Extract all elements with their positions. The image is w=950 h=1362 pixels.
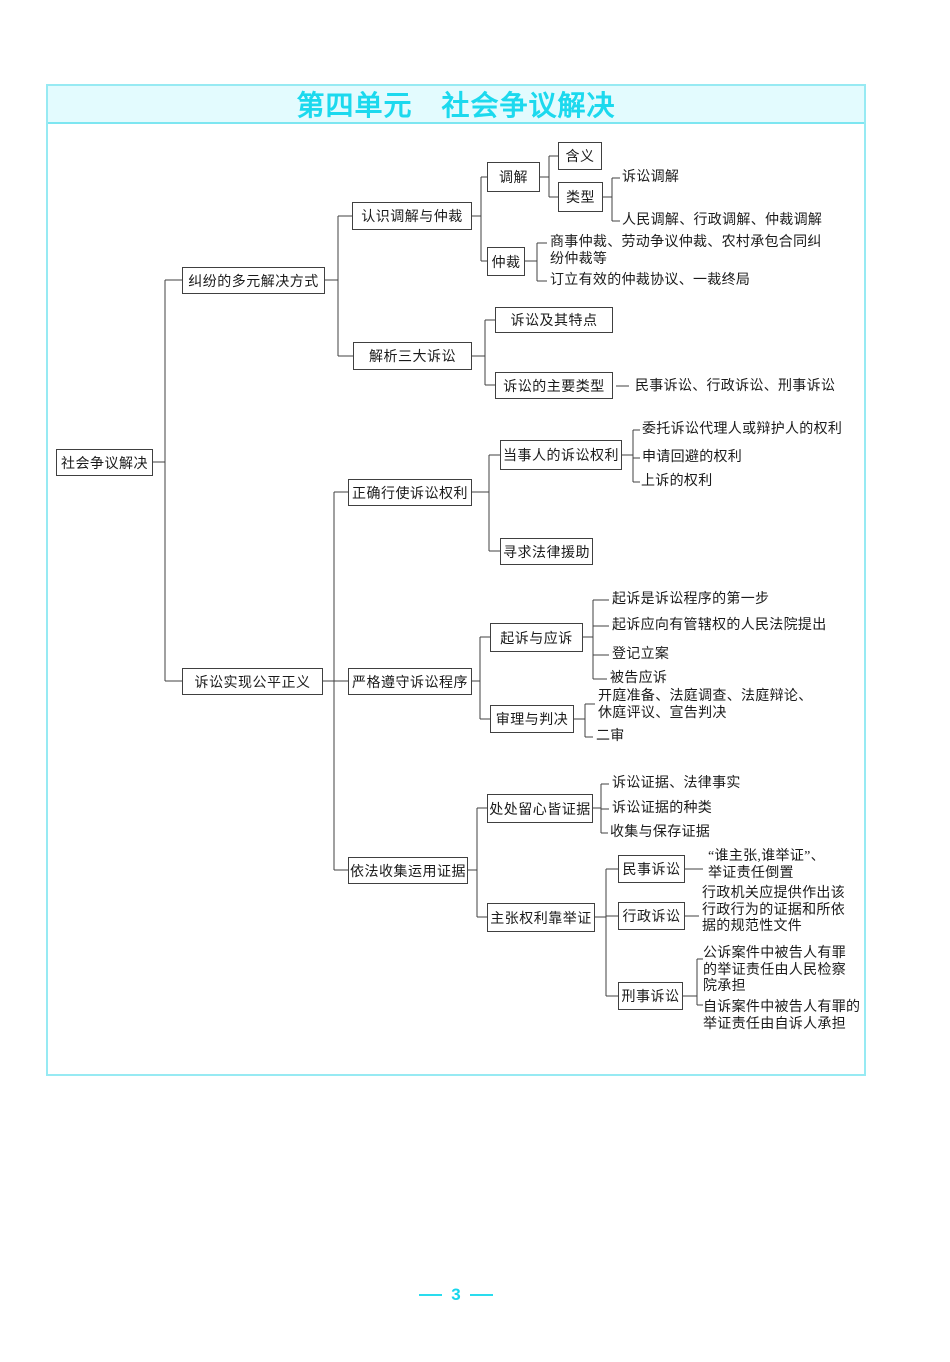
node-criminal-litigation: 刑事诉讼 [618, 982, 683, 1010]
leaf-right-agent: 委托诉讼代理人或辩护人的权利 [642, 421, 843, 437]
leaf-second-instance: 二审 [596, 728, 625, 744]
unit-title: 第四单元 社会争议解决 [296, 90, 616, 121]
node-meaning: 含义 [558, 142, 602, 170]
leaf-arbitration-scope: 商事仲裁、劳动争议仲裁、农村承包合同纠 纷仲裁等 [550, 235, 822, 267]
footer-dash-left [419, 1294, 443, 1296]
leaf-civil-burden: “谁主张,谁举证”、 举证责任倒置 [708, 849, 825, 881]
node-trial-judgment: 审理与判决 [490, 705, 574, 733]
leaf-litigation-mediation: 诉讼调解 [622, 169, 680, 185]
leaf-arbitration-agreement: 订立有效的仲裁协议、一裁终局 [550, 272, 751, 288]
leaf-right-appeal: 上诉的权利 [641, 473, 713, 489]
node-dispute-resolution-methods: 纠纷的多元解决方式 [182, 267, 325, 294]
leaf-evidence-facts: 诉讼证据、法律事实 [612, 775, 741, 791]
node-mediation: 调解 [487, 162, 540, 192]
node-evidence-everywhere: 处处留心皆证据 [487, 794, 593, 823]
leaf-sue-defendant: 被告应诉 [610, 670, 668, 686]
node-legal-aid: 寻求法律援助 [500, 538, 593, 565]
unit-title-band: 第四单元 社会争议解决 [48, 86, 864, 124]
leaf-trial-stages: 开庭准备、法庭调查、法庭辩论、 休庭评议、宣告判决 [598, 689, 813, 721]
leaf-sue-jurisdiction: 起诉应向有管辖权的人民法院提出 [612, 617, 827, 633]
node-types: 类型 [558, 182, 603, 212]
node-root: 社会争议解决 [56, 449, 153, 476]
leaf-mediation-kinds: 人民调解、行政调解、仲裁调解 [622, 212, 823, 228]
node-admin-litigation: 行政诉讼 [618, 902, 685, 930]
node-party-rights: 当事人的诉讼权利 [500, 440, 622, 470]
node-fair-justice: 诉讼实现公平正义 [182, 668, 323, 695]
leaf-admin-burden: 行政机关应提供作出该 行政行为的证据和所依 据的规范性文件 [702, 886, 845, 934]
leaf-right-recusal: 申请回避的权利 [642, 449, 743, 465]
node-civil-litigation: 民事诉讼 [618, 855, 685, 883]
node-arbitration: 仲裁 [487, 247, 525, 276]
node-three-litigations: 解析三大诉讼 [353, 342, 472, 370]
page-footer: 3 [46, 1285, 866, 1305]
node-burden-of-proof: 主张权利靠举证 [487, 903, 595, 932]
footer-dash-right [469, 1294, 493, 1296]
node-litigation-main-types: 诉讼的主要类型 [495, 372, 613, 399]
leaf-criminal-private: 自诉案件中被告人有罪的 举证责任由自诉人承担 [703, 1000, 861, 1032]
node-mediation-arbitration: 认识调解与仲裁 [352, 202, 472, 230]
page-number: 3 [451, 1285, 461, 1304]
leaf-sue-first-step: 起诉是诉讼程序的第一步 [612, 591, 770, 607]
leaf-evidence-collect: 收集与保存证据 [610, 824, 711, 840]
node-sue-respond: 起诉与应诉 [490, 623, 583, 652]
node-follow-procedure: 严格遵守诉讼程序 [348, 668, 472, 695]
leaf-criminal-public: 公诉案件中被告人有罪 的举证责任由人民检察 院承担 [703, 946, 846, 994]
leaf-litigation-type-list: 民事诉讼、行政诉讼、刑事诉讼 [635, 378, 836, 394]
node-evidence: 依法收集运用证据 [348, 857, 468, 884]
node-litigation-features: 诉讼及其特点 [495, 307, 613, 333]
node-exercise-rights: 正确行使诉讼权利 [348, 479, 472, 506]
leaf-sue-register: 登记立案 [612, 646, 670, 662]
leaf-evidence-kinds: 诉讼证据的种类 [612, 800, 713, 816]
